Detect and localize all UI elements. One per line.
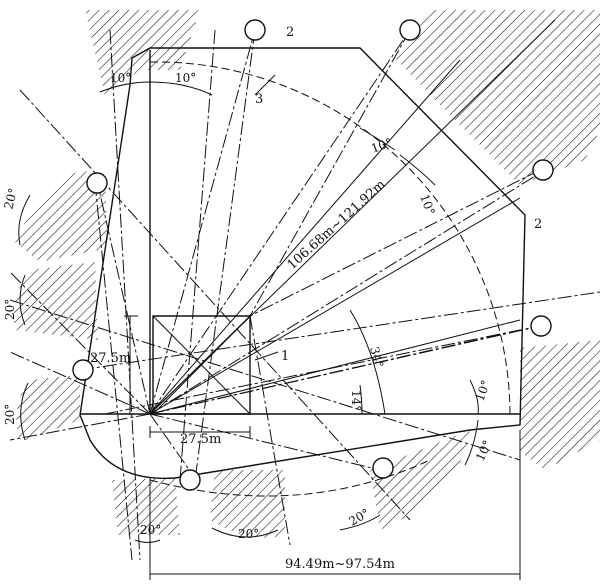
- tower-top-right: [399, 19, 421, 41]
- hatch-left-upper: [15, 170, 108, 262]
- label-bottom-distance: 94.49m~97.54m: [285, 557, 395, 572]
- label-left-20-upper: 20°: [1, 187, 20, 211]
- label-dim-horizontal: 27.5m: [180, 432, 221, 447]
- tower-bottom-left: [179, 469, 201, 491]
- label-top-angle-right: 10°: [175, 71, 196, 85]
- label-bottom-20-right: 20°: [347, 506, 372, 529]
- hatch-bottom-mid: [210, 470, 285, 538]
- tower-left-upper: [86, 172, 108, 194]
- label-left-20-mid: 20°: [3, 299, 17, 320]
- angle-arcs: [18, 81, 479, 543]
- hatch-top-right: [395, 10, 600, 185]
- label-mark-2-top: 2: [286, 25, 294, 40]
- label-angle-upper-a: 10°: [369, 135, 394, 155]
- hatch-right-lower: [520, 340, 600, 470]
- hatch-bottom-left: [112, 478, 180, 535]
- hatch-bottom-right: [370, 430, 470, 530]
- hatch-left-mid: [13, 262, 99, 340]
- label-radius: 106.68m~121.92m: [285, 177, 389, 273]
- label-bottom-20-mid: 20°: [238, 527, 259, 541]
- beam-solid-fan: [149, 19, 556, 415]
- tower-left-lower: [72, 359, 94, 381]
- tower-right-lower: [530, 315, 552, 337]
- hatch-left-lower: [16, 375, 80, 442]
- dimension-lines: [124, 315, 521, 580]
- label-angle-14: 14°: [349, 390, 363, 411]
- label-bottom-20-left: 20°: [140, 523, 161, 537]
- label-top-angle-left: 10°: [110, 71, 131, 85]
- label-left-20-lower: 20°: [3, 404, 17, 425]
- square-diag-b: [152, 315, 251, 415]
- label-mark-1: 1: [281, 349, 289, 364]
- label-angle-upper-b: 10°: [417, 192, 437, 217]
- leader-1: [254, 351, 279, 361]
- label-dim-vertical: 27.5m: [90, 351, 131, 366]
- light-towers: [72, 19, 554, 491]
- radius-arc: [149, 61, 511, 415]
- label-mark-3: 3: [255, 92, 263, 107]
- leader-3: [254, 74, 276, 96]
- tower-right-upper: [532, 159, 554, 181]
- tower-bottom-right: [372, 457, 394, 479]
- label-angle-right-10a: 10°: [473, 378, 493, 403]
- tower-top-mid: [244, 19, 266, 41]
- label-mark-2-right: 2: [534, 217, 542, 232]
- label-angle-34: 34°: [367, 345, 386, 369]
- stand-outline: [79, 47, 526, 480]
- label-angle-right-10b: 10°: [473, 438, 495, 463]
